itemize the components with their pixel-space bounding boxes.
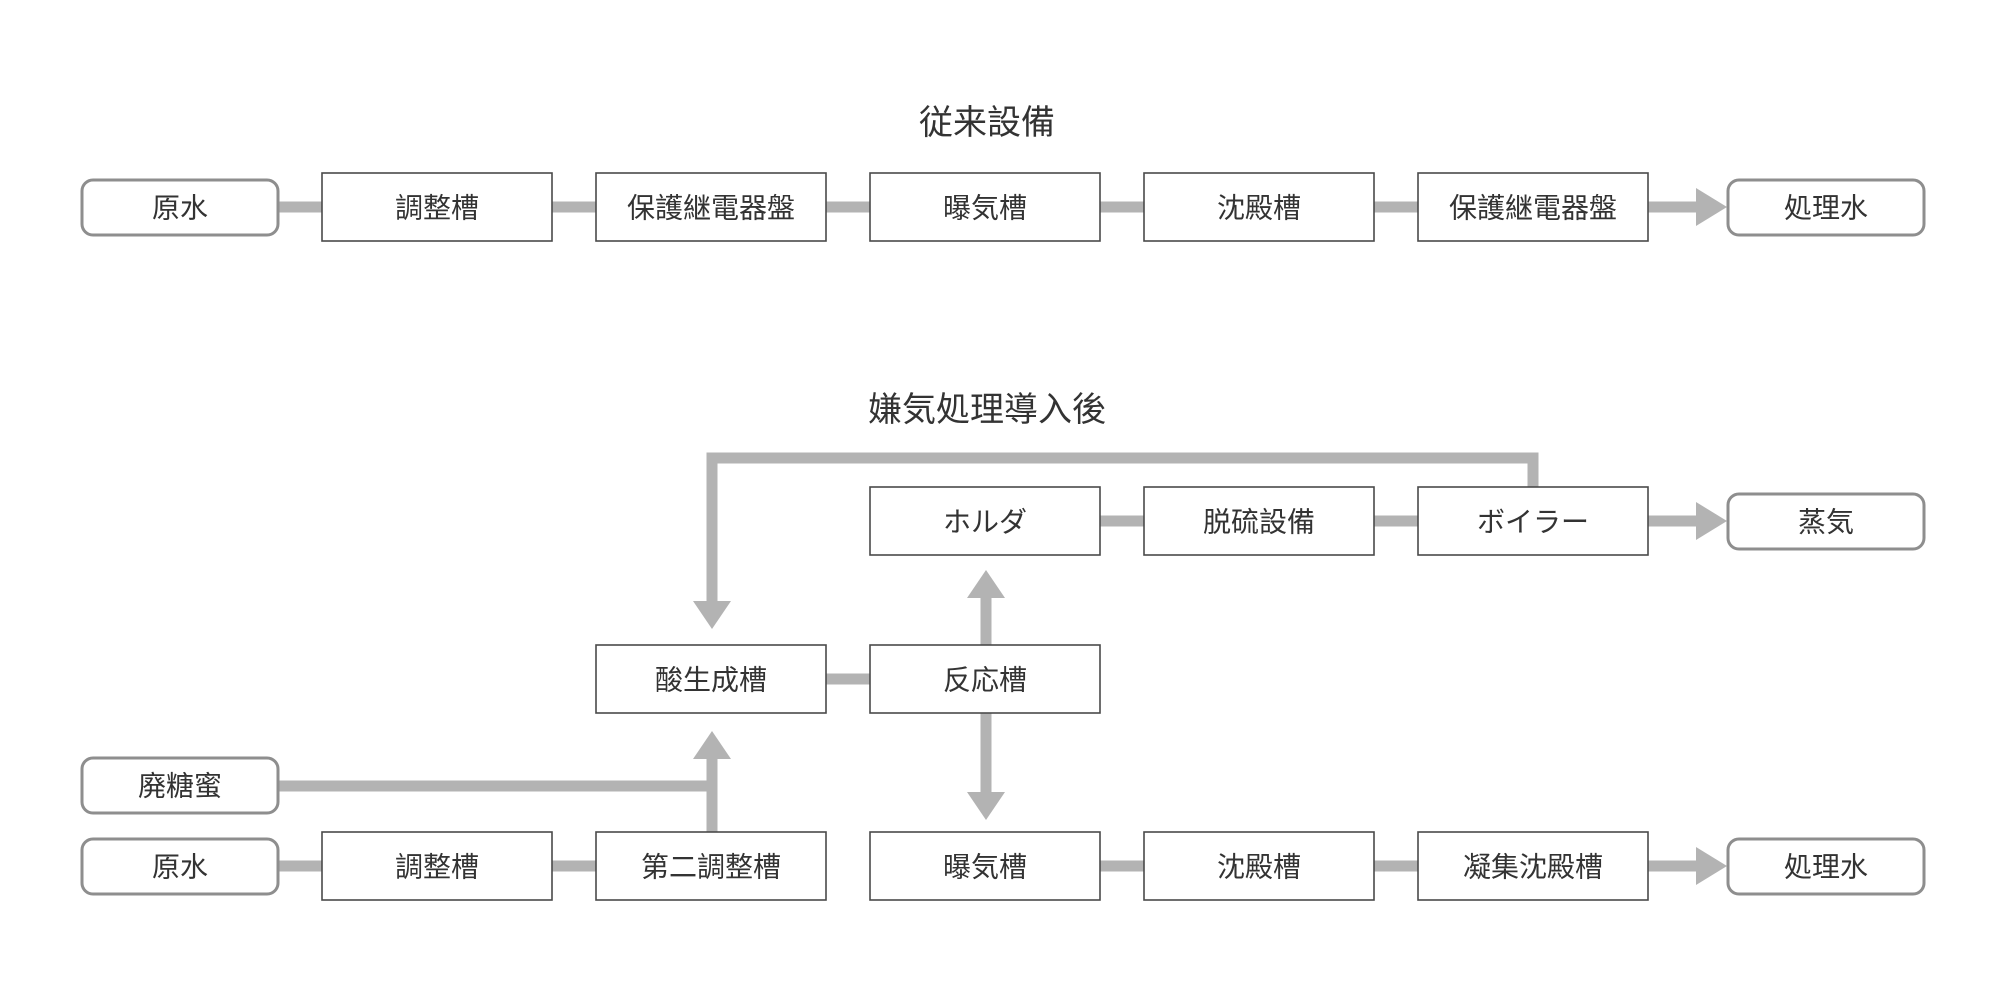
node-label: 処理水 (1784, 192, 1868, 225)
reactor-node: 反応槽 (869, 644, 1101, 714)
node-label: 凝集沈殿槽 (1463, 851, 1603, 884)
conventional-title: 従来設備 (919, 103, 1055, 143)
acid-tank-node: 酸生成槽 (595, 644, 827, 714)
second-adjust-tank-node: 第二調整槽 (595, 831, 827, 901)
node-label: 調整槽 (395, 851, 479, 884)
conventional-relay-panel-2: 保護継電器盤 (1417, 172, 1649, 242)
anaerobic-title: 嫌気処理導入後 (868, 390, 1106, 430)
anaerobic-raw-water: 原水 (80, 837, 280, 896)
node-label: 保護継電器盤 (1449, 192, 1617, 225)
conventional-relay-panel-1: 保護継電器盤 (595, 172, 827, 242)
conventional-raw-water: 原水 (80, 178, 280, 237)
anaerobic-treated-water: 処理水 (1726, 837, 1926, 896)
node-label: 処理水 (1784, 851, 1868, 884)
boiler-node: ボイラー (1417, 486, 1649, 556)
anaerobic-aeration-tank: 曝気槽 (869, 831, 1101, 901)
anaerobic-settling-tank: 沈殿槽 (1143, 831, 1375, 901)
node-label: 酸生成槽 (655, 664, 767, 697)
conventional-settling-tank: 沈殿槽 (1143, 172, 1375, 242)
conn-boiler-return (706, 452, 1539, 602)
node-label: 原水 (152, 192, 208, 225)
node-label: 調整槽 (395, 192, 479, 225)
node-label: 沈殿槽 (1217, 192, 1301, 225)
node-label: 原水 (152, 851, 208, 884)
conventional-adjust-tank: 調整槽 (321, 172, 553, 242)
coag-settling-tank-node: 凝集沈殿槽 (1417, 831, 1649, 901)
node-label: ボイラー (1477, 506, 1589, 539)
arrow-return-down (693, 601, 731, 629)
node-label: 保護継電器盤 (627, 192, 795, 225)
desulfurization-node: 脱硫設備 (1143, 486, 1375, 556)
arrow-steam (1696, 502, 1727, 540)
conventional-treated-water: 処理水 (1726, 178, 1926, 237)
node-label: 沈殿槽 (1217, 851, 1301, 884)
arrow-b-out (1696, 847, 1727, 885)
node-label: 反応槽 (943, 664, 1027, 697)
node-label: 脱硫設備 (1203, 506, 1315, 539)
arrow-up-acid (693, 731, 731, 759)
node-label: 廃糖蜜 (138, 770, 222, 803)
holder-node: ホルダ (869, 486, 1101, 556)
molasses-node: 廃糖蜜 (80, 756, 280, 815)
node-label: 曝気槽 (943, 192, 1027, 225)
arrow-up-holder (967, 570, 1005, 598)
conventional-aeration-tank: 曝気槽 (869, 172, 1101, 242)
anaerobic-adjust-tank: 調整槽 (321, 831, 553, 901)
node-label: 蒸気 (1798, 506, 1854, 539)
node-label: ホルダ (943, 506, 1027, 539)
arrow-down-aeration (967, 792, 1005, 820)
connectors (278, 188, 1727, 885)
node-label: 第二調整槽 (641, 851, 781, 884)
steam-node: 蒸気 (1726, 492, 1926, 551)
node-label: 曝気槽 (943, 851, 1027, 884)
arrow-c-out (1696, 188, 1727, 226)
